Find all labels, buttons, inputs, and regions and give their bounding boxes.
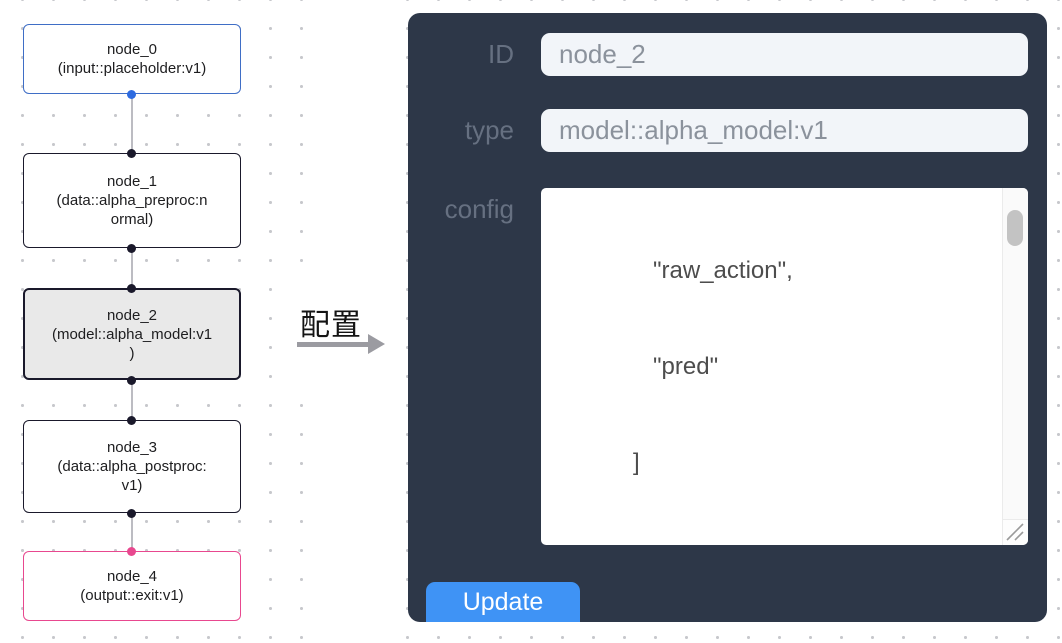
type-input[interactable]: [541, 109, 1028, 152]
node-subtitle: ): [129, 344, 135, 362]
handle-node4-target[interactable]: [127, 547, 136, 556]
flow-node-node_3[interactable]: node_3 (data::alpha_postproc: v1): [23, 420, 241, 513]
config-textarea[interactable]: "raw_action", "pred" ] }, "trace": { "sc…: [541, 188, 1028, 545]
edge-node2-node3: [131, 380, 133, 420]
flow-node-node_4[interactable]: node_4 (output::exit:v1): [23, 551, 241, 621]
handle-node1-target[interactable]: [127, 149, 136, 158]
edge-node1-node2: [131, 248, 133, 290]
id-input[interactable]: [541, 33, 1028, 76]
resize-handle-icon[interactable]: [1003, 520, 1027, 544]
config-field-label: config: [444, 194, 514, 224]
node-subtitle: (input::placeholder:v1): [57, 60, 207, 77]
node-subtitle: (data::alpha_preproc:n: [56, 192, 208, 209]
handle-node1-source[interactable]: [127, 244, 136, 253]
edge-node3-node4: [131, 513, 133, 551]
right-arrow-icon: [297, 342, 369, 347]
node-subtitle: (data::alpha_postproc:: [57, 458, 207, 475]
right-arrow-head-icon: [368, 334, 385, 354]
flow-node-node_0[interactable]: node_0 (input::placeholder:v1): [23, 24, 241, 94]
node-title: node_0: [106, 41, 158, 58]
handle-node3-target[interactable]: [127, 416, 136, 425]
flow-node-node_1[interactable]: node_1 (data::alpha_preproc:n ormal): [23, 153, 241, 248]
config-scrollbar-thumb[interactable]: [1007, 210, 1023, 246]
config-scrollbar-track[interactable]: [1002, 188, 1028, 519]
handle-node0-source[interactable]: [127, 90, 136, 99]
node-title: node_1: [106, 173, 158, 190]
id-field-label: ID: [488, 39, 514, 69]
edge-node0-node1: [131, 94, 133, 155]
type-field-label: type: [464, 115, 514, 145]
node-title: node_2: [106, 306, 158, 324]
configure-label: 配置: [300, 309, 362, 342]
node-config-panel: ID type config "raw_action", "pred" ] },…: [408, 13, 1047, 622]
handle-node3-source[interactable]: [127, 509, 136, 518]
flow-node-node_2-selected[interactable]: node_2 (model::alpha_model:v1 ): [23, 288, 241, 380]
handle-node2-source[interactable]: [127, 376, 136, 385]
node-subtitle: (model::alpha_model:v1: [51, 325, 213, 343]
node-subtitle: ormal): [110, 211, 154, 228]
node-subtitle: v1): [121, 477, 143, 494]
handle-node2-target[interactable]: [127, 284, 136, 293]
node-subtitle: (output::exit:v1): [80, 587, 184, 604]
update-button[interactable]: Update: [426, 582, 580, 622]
config-json-text: "raw_action", "pred" ] }, "trace": { "sc…: [553, 257, 793, 476]
node-title: node_3: [106, 439, 158, 456]
arrow-backing: [272, 262, 383, 402]
node-title: node_4: [106, 568, 158, 585]
